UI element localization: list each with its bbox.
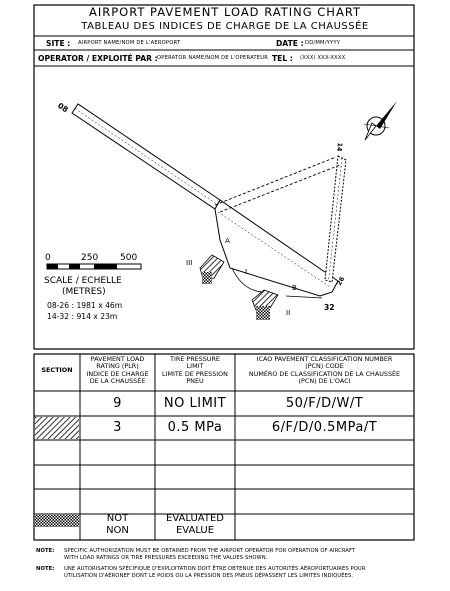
note-en-label: NOTE: [36,548,55,554]
row2-tire: 0.5 MPa [167,420,223,435]
section-i-label: I [245,267,248,276]
scale-units: (METRES) [62,287,106,297]
col-header-tire: TIRE PRESSURE LIMIT LIMITE DE PRESSION P… [162,355,228,386]
note-fr-line2: UTILISATION D'AÉRONEF DONT LE POIDS OU L… [64,572,354,579]
row1-plr: 9 [113,396,122,411]
row1-tire: NO LIMIT [163,396,227,411]
note-fr-label: NOTE: [36,566,55,572]
row2-pcn: 6/F/D/0.5MPa/T [271,420,378,435]
runway-dim-1432: 14-32 : 914 x 23m [47,312,118,321]
chart-title-en: AIRPORT PAVEMENT LOAD RATING CHART [88,5,362,19]
operator-label: OPERATOR / EXPLOITÉ PAR : [38,54,158,63]
chart-title-fr: TABLEAU DES INDICES DE CHARGE DE LA CHAU… [81,21,369,32]
section-ii-label: II [286,308,291,317]
col-header-pcn: ICAO PAVEMENT CLASSIFICATION NUMBER (PCN… [248,355,401,386]
col-header-section: SECTION [41,366,73,374]
runway-dim-0826: 08-26 : 1981 x 46m [47,301,123,310]
runway-32-label: 32 [324,303,335,312]
section-b-label: B [292,283,297,292]
tel-label: TEL : [272,54,293,63]
note-en-line1: SPECIFIC AUTHORIZATION MUST BE OBTAINED … [64,548,356,554]
note-fr-line1: UNE AUTORISATION SPÉCIFIQUE D'EXPLOITATI… [64,566,366,572]
date-value: DD/MM/YYYY [305,40,341,46]
row6-plr: NOT NON [106,513,129,536]
scale-tick-0: 0 [45,253,51,263]
col-header-plr: PAVEMENT LOAD RATING (PLR) INDICE DE CHA… [86,355,149,386]
scale-tick-250: 250 [81,253,99,263]
north-arrow-icon [363,101,397,141]
scale-bar [46,263,142,270]
section-a-label: A [225,236,230,245]
row1-pcn: 50/F/D/W/T [285,396,364,411]
checker-pattern-icon [35,515,79,527]
site-value: AIRPORT NAME/NOM DE L'AEROPORT [78,40,181,46]
tel-value: (XXX) XXX-XXXX [300,55,346,61]
runway-14-label: 14 [335,142,344,152]
scale-tick-500: 500 [120,253,138,263]
apron-main [214,199,339,297]
site-label: SITE : [46,39,71,48]
scale-label: SCALE / ECHELLE [44,276,122,286]
note-en-line2: WITH LOAD RATINGS OR TIRE PRESSURES EXCE… [64,554,268,561]
row2-plr: 3 [113,420,122,435]
section-iii-label: III [186,258,193,267]
hatch-pattern-icon [35,417,79,439]
date-label: DATE : [276,39,304,48]
operator-value: OPERATOR NAME/NOM DE L'OPERATEUR [157,55,269,61]
row6-tire: EVALUATED EVALUE [166,513,224,536]
